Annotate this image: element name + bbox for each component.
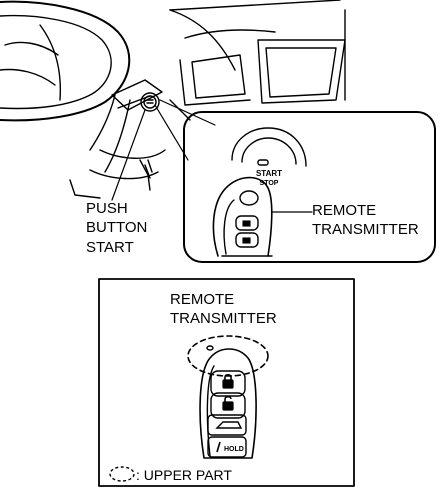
remote-detail <box>199 345 257 459</box>
callout-line-2 <box>159 99 216 126</box>
trunk-icon <box>215 421 243 429</box>
steering-wheel-icon <box>0 0 131 173</box>
leader-push-start <box>111 109 146 201</box>
remote-transmitter-label-line2: TRANSMITTER <box>312 221 419 238</box>
upper-part-marker <box>187 335 269 377</box>
lock-icon <box>222 373 234 389</box>
push-button-start-label-line3: START <box>86 239 134 256</box>
remote-detail-frame <box>98 278 355 487</box>
steering-column <box>69 79 166 199</box>
stop-button-text: STOP <box>260 180 279 187</box>
remote-transmitter-box-label-line1: REMOTE <box>170 291 235 308</box>
inset-box <box>183 111 436 263</box>
push-button-start-label-line2: BUTTON <box>86 219 148 236</box>
hold-button-text: HOLD <box>224 446 244 453</box>
start-button-text: START <box>256 169 282 178</box>
dashboard-lines <box>169 0 346 121</box>
callout-line-1 <box>154 104 189 161</box>
remote-transmitter-box-label-line2: TRANSMITTER <box>170 310 277 327</box>
unlock-icon <box>222 395 234 411</box>
upper-part-legend: : UPPER PART <box>136 467 232 483</box>
legend-dashed-ellipse <box>109 466 135 482</box>
hold-icon <box>216 441 221 453</box>
push-button-start-label-line1: PUSH <box>86 200 128 217</box>
remote-key-icon <box>212 176 273 257</box>
remote-transmitter-label-line1: REMOTE <box>312 202 377 219</box>
start-button-large <box>231 127 307 167</box>
push-button-icon <box>140 92 160 112</box>
